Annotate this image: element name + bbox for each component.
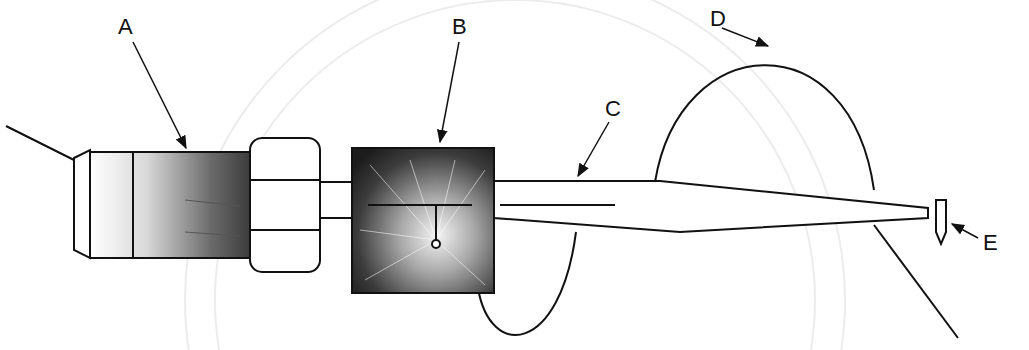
device — [6, 65, 958, 338]
watermark — [185, 0, 845, 350]
callout-letter: B — [452, 16, 467, 38]
leader-lines — [133, 28, 978, 238]
callout-letter: A — [118, 16, 133, 38]
callout-letter: C — [605, 98, 621, 120]
callout-letter: E — [983, 232, 998, 254]
callout-letter: D — [710, 8, 726, 30]
